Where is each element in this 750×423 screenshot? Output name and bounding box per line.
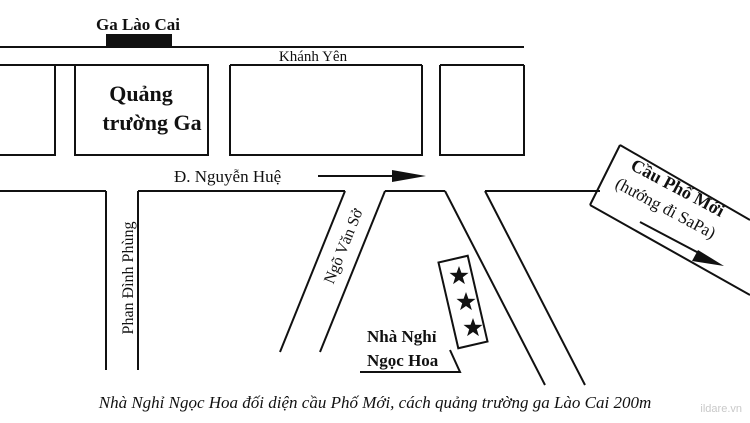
road-bridge-approach-edge — [444, 190, 546, 386]
star-icon — [463, 318, 483, 337]
label-street-khanh-yen: Khánh Yên — [279, 49, 348, 65]
map-caption: Nhà Nghỉ Ngọc Hoa đối diện cầu Phố Mới, … — [98, 393, 652, 412]
station-marker — [106, 34, 172, 47]
label-square-line1: Quảng — [109, 81, 173, 106]
hotel-building — [437, 254, 489, 350]
star-icon — [456, 292, 476, 311]
city-block — [0, 65, 56, 156]
label-square-line2: trường Ga — [102, 110, 201, 135]
label-street-ngo-van-so: Ngõ Văn Sở — [321, 206, 367, 286]
road-bridge-approach-edge — [484, 190, 586, 386]
label-hotel-line2: Ngọc Hoa — [367, 351, 439, 370]
city-block — [229, 65, 423, 156]
label-street-phan-dinh-phung: Phan Đình Phùng — [120, 222, 137, 335]
watermark: ildare.vn — [700, 403, 742, 415]
star-icon — [449, 266, 469, 285]
label-station: Ga Lào Cai — [96, 15, 180, 34]
bridge-outline — [589, 144, 750, 296]
city-block — [439, 65, 525, 156]
hotel-label-pointer — [360, 349, 462, 373]
direction-arrow-icon — [692, 250, 724, 266]
hotel-rating-stars — [449, 266, 483, 337]
road-ngo-van-so-edge — [279, 190, 346, 353]
road-ngo-van-so-edge — [319, 190, 386, 353]
label-street-nguyen-hue: Đ. Nguyễn Huệ — [174, 167, 281, 186]
label-hotel-line1: Nhà Nghỉ — [367, 327, 437, 346]
square-block — [74, 64, 209, 156]
direction-arrow-icon — [392, 170, 426, 182]
